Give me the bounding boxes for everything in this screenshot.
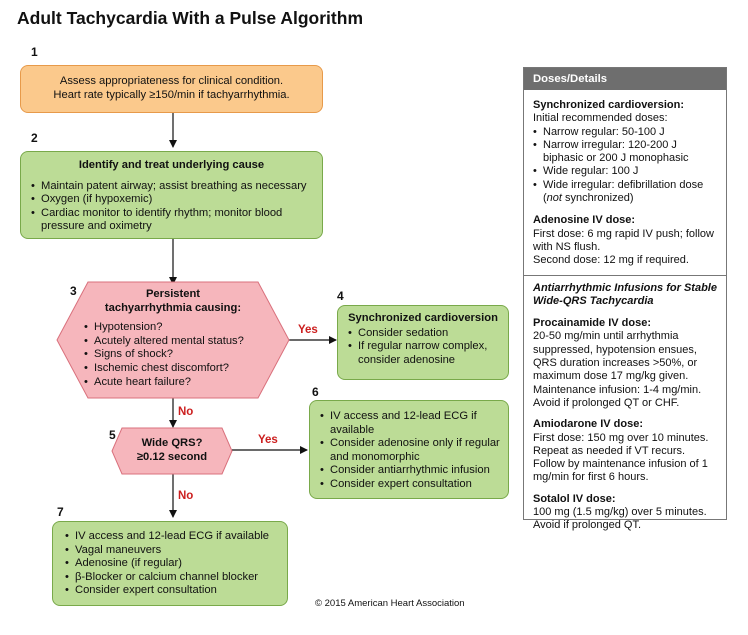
list-item: •Acute heart failure? — [84, 375, 192, 388]
sotalol-dose-text-1: 100 mg (1.5 mg/kg) over 5 minutes. Avoid… — [533, 506, 707, 532]
infusions-heading: Antiarrhythmic Infusions for Stable Wide… — [533, 281, 717, 307]
decision-5-shape — [111, 427, 233, 475]
decision-3-heading-1: Persistent — [145, 288, 201, 300]
adenosine-dose-text-1: First dose: 6 mg rapid IV push; follow w… — [533, 227, 714, 253]
no-label-3: No — [178, 406, 194, 418]
list-item: Consider expert consultation — [63, 584, 279, 598]
step-number-7: 7 — [57, 505, 64, 519]
list-item: IV access and 12-lead ECG if available — [63, 530, 279, 544]
panel-divider — [524, 274, 726, 276]
list-item: Consider expert consultation — [318, 478, 500, 492]
yes-label-3: Yes — [298, 324, 318, 336]
list-item: Oxygen (if hypoxemic) — [29, 193, 314, 207]
adenosine-dose-heading: Adenosine IV dose: — [533, 214, 636, 227]
procainamide-dose-heading: Procainamide IV dose: — [533, 317, 651, 330]
identify-treat-box: Identify and treat underlying cause Main… — [20, 151, 323, 239]
amiodarone-dose-text-2: Follow by maintenance infusion of 1 mg/m… — [533, 458, 708, 484]
decision-3-content: Persistent tachyarrhythmia causing: •Hyp… — [70, 288, 276, 389]
step-number-2: 2 — [31, 131, 38, 145]
procainamide-dose-text-2: Maintenance infusion: 1-4 mg/min. Avoid … — [533, 383, 702, 409]
step-number-3: 3 — [70, 284, 77, 298]
list-item: Consider adenosine only if regular and m… — [318, 437, 500, 464]
sotalol-dose-heading: Sotalol IV dose: — [533, 492, 616, 505]
list-item: Adenosine (if regular) — [63, 557, 279, 571]
step-number-6: 6 — [312, 385, 319, 399]
list-item: Consider antiarrhythmic infusion — [318, 464, 500, 478]
yes-label-5: Yes — [258, 434, 278, 446]
identify-treat-heading: Identify and treat underlying cause — [78, 159, 265, 171]
list-item: •Ischemic chest discomfort? — [84, 361, 229, 374]
doses-details-header: Doses/Details — [524, 68, 726, 90]
infusion-dose-section: Antiarrhythmic Infusions for Stable Wide… — [524, 276, 726, 537]
list-item: β-Blocker or calcium channel blocker — [63, 571, 279, 585]
no-label-5: No — [178, 490, 194, 502]
amiodarone-dose-heading: Amiodarone IV dose: — [533, 418, 644, 431]
page-title: Adult Tachycardia With a Pulse Algorithm — [17, 8, 364, 28]
list-item: Narrow irregular: 120-200 J biphasic or … — [533, 139, 717, 166]
wide-qrs-threshold: ≥0.12 second — [136, 450, 208, 463]
list-item: If regular narrow complex, consider aden… — [346, 340, 500, 367]
list-item: Cardiac monitor to identify rhythm; moni… — [29, 207, 314, 234]
list-item: IV access and 12-lead ECG if available — [318, 410, 500, 437]
cardioversion-dose-heading: Synchronized cardioversion: — [533, 99, 684, 111]
assess-line-2: Heart rate typically ≥150/min if tachyar… — [53, 88, 290, 101]
assess-box: Assess appropriateness for clinical cond… — [20, 65, 323, 113]
procainamide-dose-text-1: 20-50 mg/min until arrhythmia suppressed… — [533, 330, 698, 383]
amiodarone-dose-text-1: First dose: 150 mg over 10 minutes. Repe… — [533, 431, 709, 457]
step-number-1: 1 — [31, 45, 38, 59]
cardioversion-heading: Synchronized cardioversion — [348, 312, 498, 324]
doses-details-panel: Doses/Details Synchronized cardioversion… — [523, 67, 727, 531]
decision-5-content: Wide QRS? ≥0.12 second — [112, 437, 232, 464]
list-item: •Signs of shock? — [84, 348, 173, 361]
list-item: Maintain patent airway; assist breathing… — [29, 180, 314, 194]
list-item: •Hypotension? — [84, 321, 163, 334]
decision-3-heading-2: tachyarrhythmia causing: — [104, 301, 242, 314]
narrow-qrs-management-box: IV access and 12-lead ECG if available V… — [52, 521, 288, 606]
step-number-4: 4 — [337, 289, 344, 303]
list-item: •Acutely altered mental status? — [84, 334, 244, 347]
list-item: Wide irregular: defibrillation dose (not… — [533, 179, 717, 206]
list-item: Narrow regular: 50-100 J — [533, 126, 717, 140]
cardioversion-dose-intro: Initial recommended doses: — [533, 112, 668, 125]
adenosine-dose-text-2: Second dose: 12 mg if required. — [533, 254, 689, 267]
step-number-5: 5 — [109, 428, 116, 442]
wide-qrs-question: Wide QRS? — [141, 437, 203, 449]
list-item: Wide regular: 100 J — [533, 165, 717, 179]
decision-3-shape — [56, 281, 290, 399]
synchronized-cardioversion-box: Synchronized cardioversion Consider seda… — [337, 305, 509, 380]
assess-line-1: Assess appropriateness for clinical cond… — [59, 75, 284, 87]
cardioversion-dose-section: Synchronized cardioversion: Initial reco… — [524, 90, 726, 272]
list-item: Vagal maneuvers — [63, 544, 279, 558]
list-item: Consider sedation — [346, 327, 500, 341]
copyright-notice: © 2015 American Heart Association — [315, 598, 465, 609]
wide-qrs-management-box: IV access and 12-lead ECG if available C… — [309, 400, 509, 499]
